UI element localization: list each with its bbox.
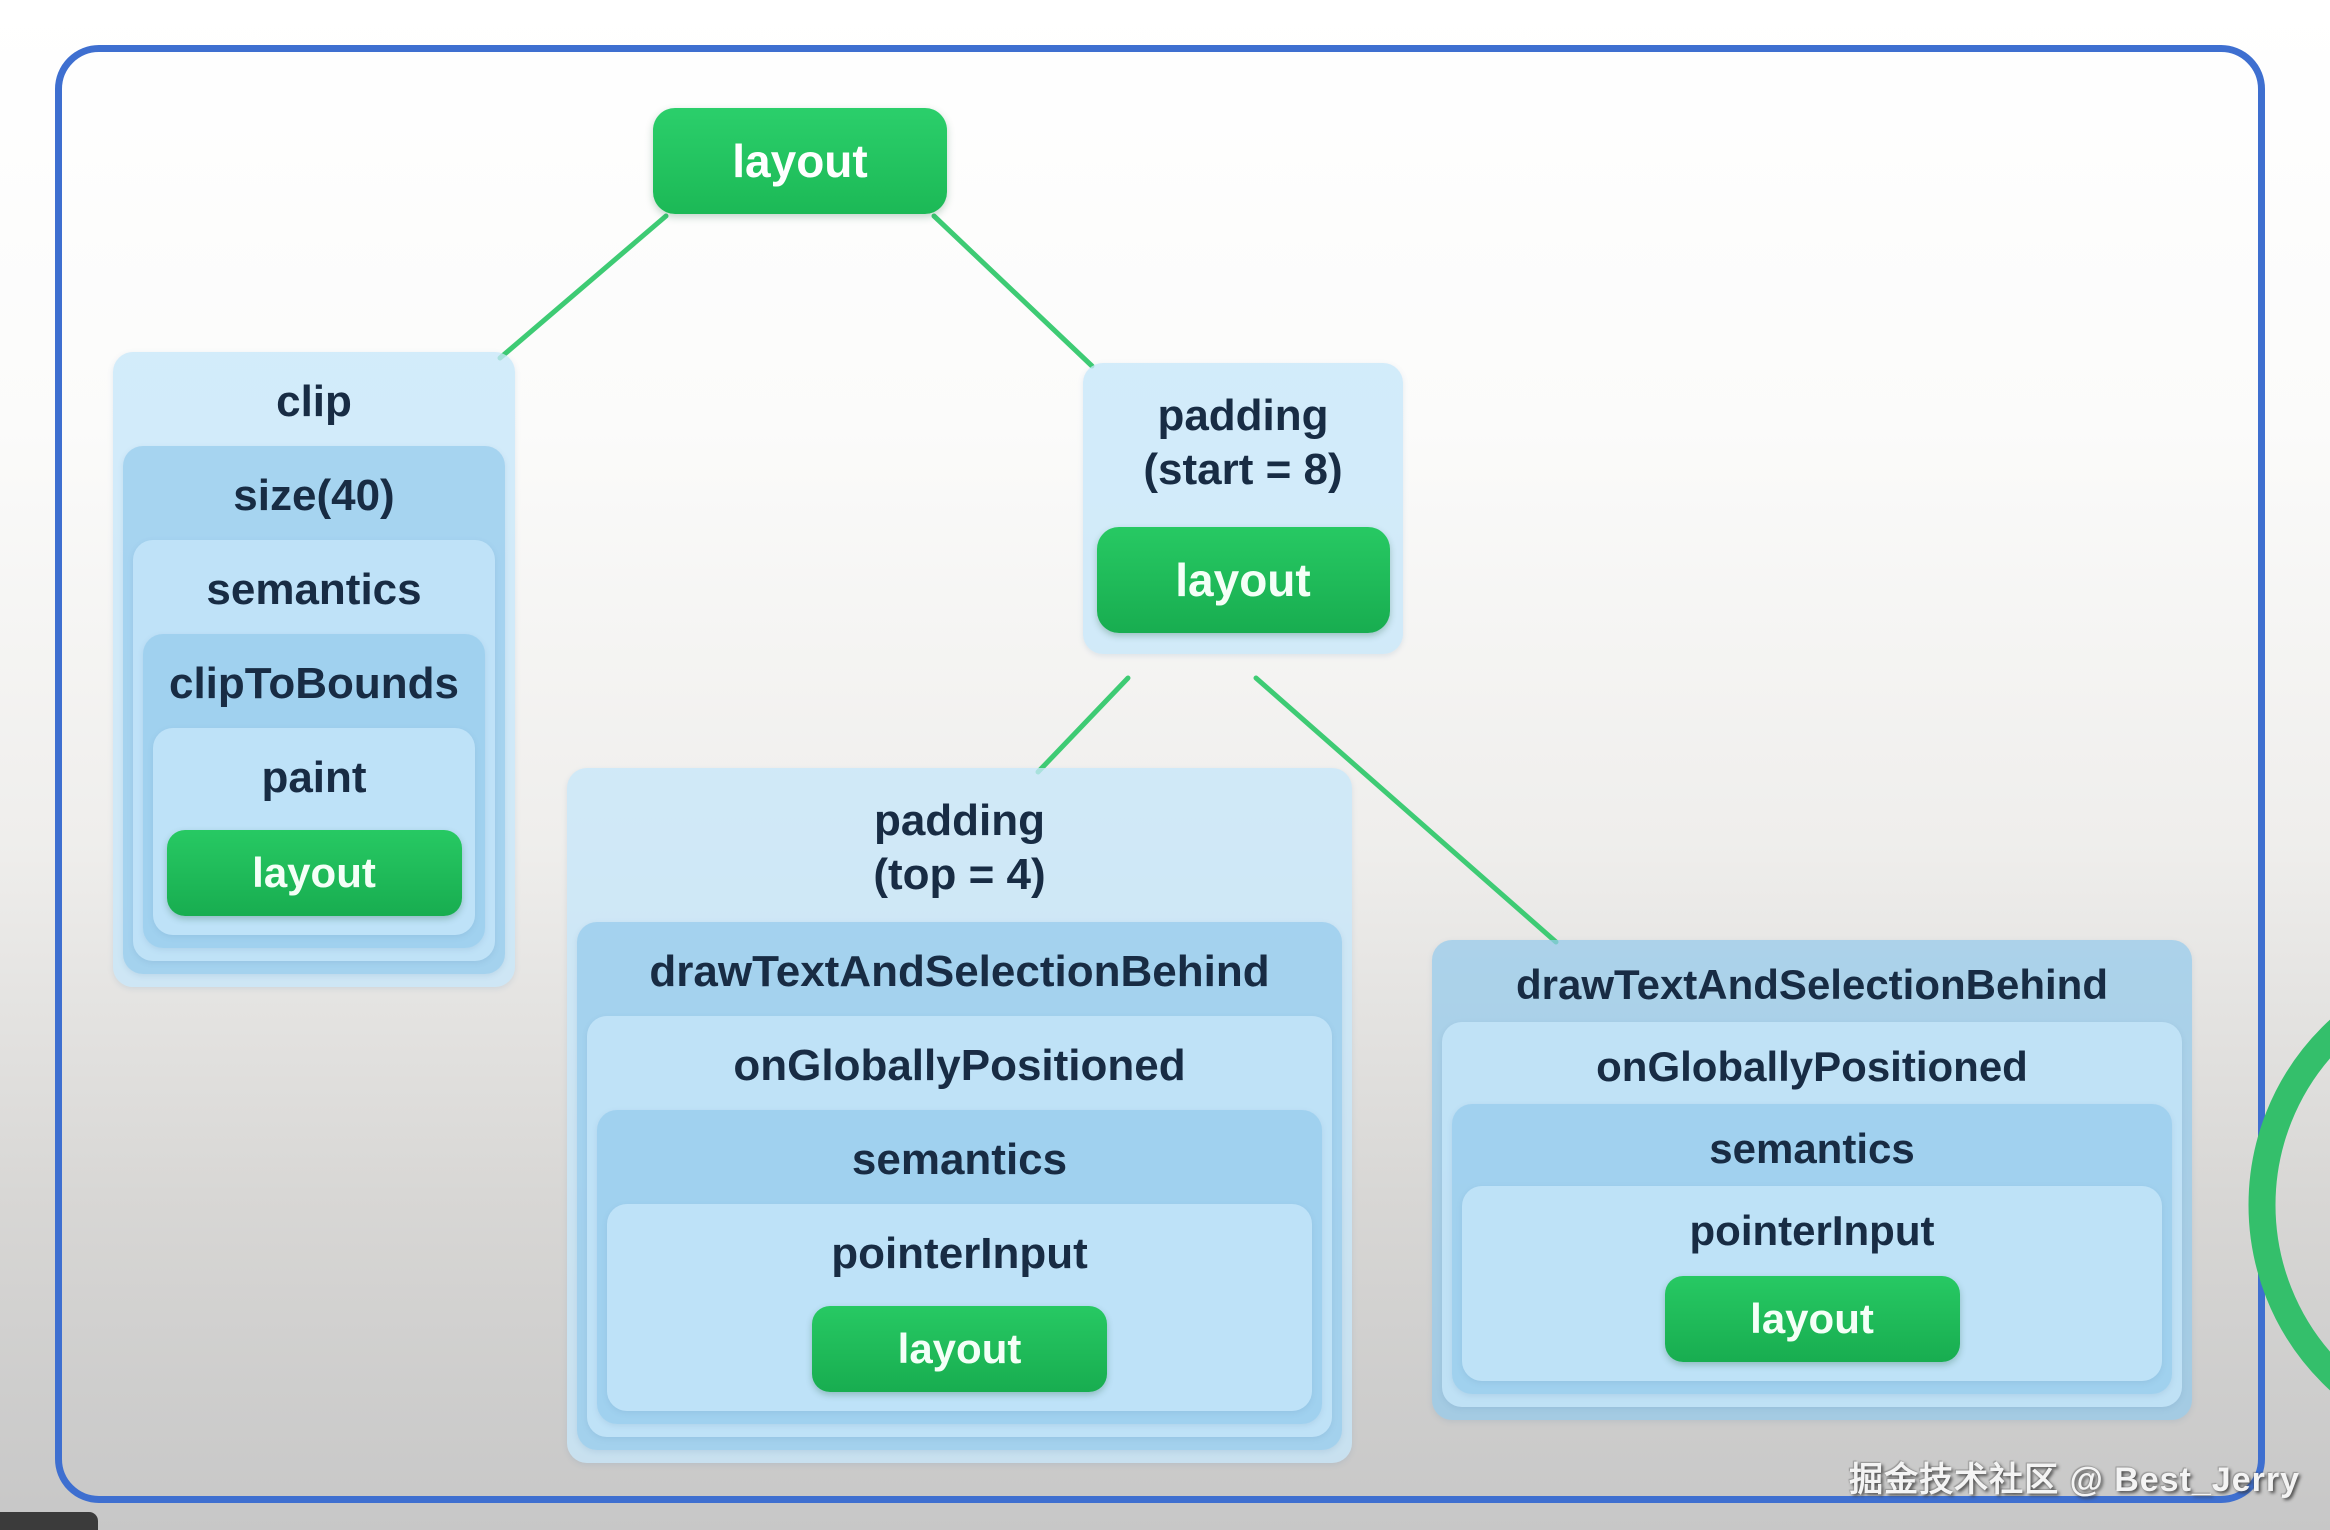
padding-top-header: padding (top = 4) (577, 780, 1342, 922)
diagram-frame (55, 45, 2265, 1503)
clip-level: clip size(40) semantics clipToBounds pai… (113, 352, 515, 987)
padding-start-level: padding (start = 8) layout (1083, 363, 1403, 654)
semantics-level: semantics clipToBounds paint layout (133, 540, 495, 961)
paint-label: paint (261, 753, 367, 802)
padding-top-level: padding (top = 4) drawTextAndSelectionBe… (567, 768, 1352, 1463)
size-level: size(40) semantics clipToBounds paint la… (123, 446, 505, 974)
semantics-level: semantics pointerInput layout (597, 1110, 1322, 1424)
drawtext-level: drawTextAndSelectionBehind onGloballyPos… (1432, 940, 2192, 1420)
pointerinput-label: pointerInput (1689, 1207, 1935, 1254)
pointerinput-level: pointerInput layout (607, 1204, 1312, 1411)
semantics-label: semantics (1709, 1125, 1915, 1172)
size-label: size(40) (233, 471, 395, 520)
semantics-level: semantics pointerInput layout (1452, 1104, 2172, 1394)
root-layout-node: layout (653, 108, 947, 214)
paint-level: paint layout (153, 728, 475, 935)
padding-top-modifier-chain: padding (top = 4) drawTextAndSelectionBe… (567, 768, 1352, 1463)
semantics-label: semantics (851, 1135, 1068, 1184)
padding-start-layout-node: layout (1096, 527, 1390, 633)
drawtext-label: drawTextAndSelectionBehind (649, 947, 1270, 996)
clip-layout-node: layout (166, 830, 462, 916)
pointerinput-level: pointerInput layout (1462, 1186, 2162, 1381)
onglobally-level: onGloballyPositioned semantics pointerIn… (587, 1016, 1332, 1437)
draw-modifier-chain: drawTextAndSelectionBehind onGloballyPos… (1432, 940, 2192, 1420)
padding-start-header: padding (start = 8) (1093, 375, 1393, 517)
video-progress-bar (0, 1512, 98, 1530)
padding-start-subtitle: (start = 8) (1143, 445, 1343, 494)
padding-start-title: padding (1157, 391, 1329, 440)
padding-top-subtitle: (top = 4) (873, 850, 1046, 899)
watermark: 掘金技术社区 @ Best_Jerry (1849, 1461, 2300, 1499)
clip-modifier-chain: clip size(40) semantics clipToBounds pai… (113, 352, 515, 987)
draw-chain-layout-node: layout (1664, 1276, 1960, 1362)
padding-start-node: padding (start = 8) layout (1083, 363, 1403, 654)
onglobally-label: onGloballyPositioned (733, 1041, 1186, 1090)
onglobally-level: onGloballyPositioned semantics pointerIn… (1442, 1022, 2182, 1407)
pointerinput-label: pointerInput (831, 1229, 1088, 1278)
padding-top-title: padding (873, 796, 1046, 845)
semantics-label: semantics (206, 565, 422, 614)
green-ring-decoration (2248, 1019, 2330, 1391)
cliptobounds-label: clipToBounds (168, 659, 460, 708)
onglobally-label: onGloballyPositioned (1596, 1043, 2028, 1090)
padding-top-layout-node: layout (812, 1306, 1107, 1392)
drawtext-level: drawTextAndSelectionBehind onGloballyPos… (577, 922, 1342, 1450)
clip-label: clip (276, 377, 352, 426)
drawtext-label: drawTextAndSelectionBehind (1516, 961, 2108, 1008)
cliptobounds-level: clipToBounds paint layout (143, 634, 485, 948)
